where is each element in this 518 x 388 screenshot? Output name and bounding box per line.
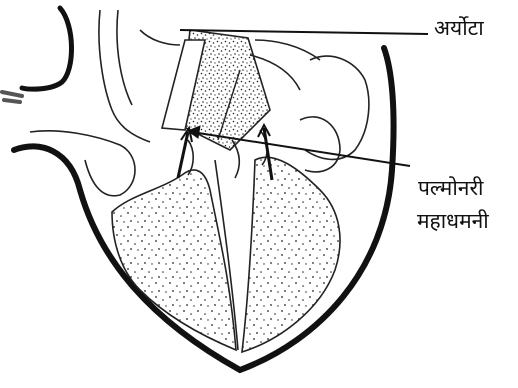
right-chamber-inner xyxy=(300,117,340,172)
left-smudge xyxy=(2,92,22,102)
pulmonary-label-line2: महाधमनी xyxy=(417,207,489,235)
left-upper-wall xyxy=(22,8,72,89)
right-chamber-outline xyxy=(305,56,369,159)
right-ventricle xyxy=(242,157,340,352)
aorta-label: अर्योटा xyxy=(434,14,484,42)
pulmonary-label-line1: पल्मोनरी xyxy=(418,174,483,202)
flow-arrow-left xyxy=(178,132,188,178)
top-vessel-curve xyxy=(140,30,180,45)
inner-wall-left-2 xyxy=(117,10,132,105)
right-atrium-outline xyxy=(30,131,135,196)
pulmonary-leader-line xyxy=(192,132,410,166)
upper-right-vessel xyxy=(255,40,320,60)
inner-wall-left xyxy=(99,10,150,142)
